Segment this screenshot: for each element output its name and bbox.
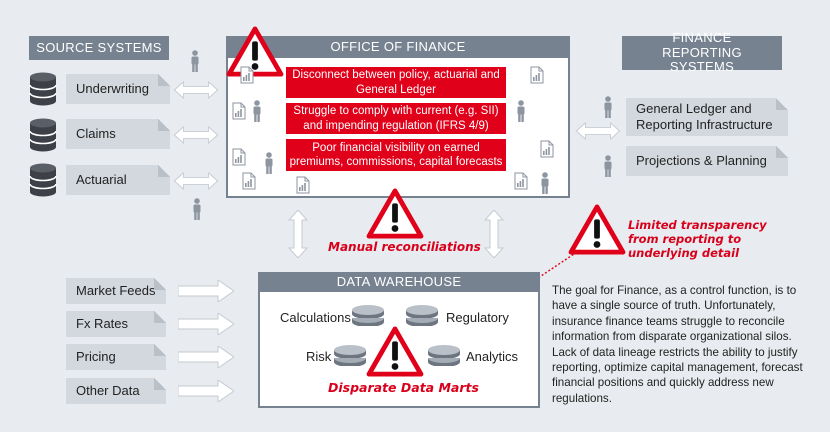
- report-document-icon: [540, 140, 554, 158]
- issue-regulation: Struggle to comply with current (e.g. SI…: [286, 103, 506, 134]
- report-document-icon: [232, 148, 246, 166]
- feed-label: Pricing: [76, 349, 116, 365]
- arrow-right-icon: [178, 346, 234, 368]
- person-icon: [540, 172, 550, 194]
- double-arrow-icon: [173, 172, 219, 190]
- feed-label: Market Feeds: [76, 283, 156, 299]
- feed-other-data: Other Data: [66, 378, 166, 404]
- source-item-label: Underwriting: [76, 81, 149, 97]
- description-paragraph: The goal for Finance, as a control funct…: [552, 284, 803, 405]
- feed-label: Fx Rates: [76, 316, 129, 332]
- disparate-data-marts-note: Disparate Data Marts: [328, 380, 479, 395]
- person-icon: [190, 50, 200, 72]
- database-icon: [27, 118, 59, 152]
- double-arrow-icon: [173, 81, 219, 99]
- data-mart-icon: [350, 304, 386, 326]
- arrow-right-icon: [178, 380, 234, 402]
- database-icon: [27, 72, 59, 106]
- report-document-icon: [514, 172, 528, 190]
- data-mart-icon: [426, 344, 462, 366]
- warning-icon: [366, 188, 424, 240]
- reporting-item-general-ledger: General Ledger and Reporting Infrastruct…: [626, 98, 788, 136]
- issue-disconnect: Disconnect between policy, actuarial and…: [286, 67, 506, 98]
- issue-visibility: Poor financial visibility on earned prem…: [286, 139, 506, 171]
- person-icon: [603, 96, 613, 118]
- source-item-label: Claims: [76, 126, 116, 142]
- person-icon: [516, 100, 526, 122]
- source-item-underwriting: Underwriting: [66, 74, 170, 104]
- person-icon: [192, 198, 202, 220]
- warning-icon: [366, 326, 424, 378]
- reporting-item-projections: Projections & Planning: [626, 146, 788, 176]
- person-icon: [264, 152, 274, 174]
- manual-reconciliations-note: Manual reconciliations: [328, 240, 481, 254]
- dw-label-analytics: Analytics: [466, 349, 519, 364]
- vertical-double-arrow-icon: [288, 210, 308, 258]
- double-arrow-icon: [575, 122, 621, 140]
- report-document-icon: [232, 102, 246, 120]
- dotted-connector: [537, 249, 581, 279]
- arrow-right-icon: [178, 313, 234, 335]
- warning-icon: [226, 26, 284, 78]
- reporting-item-label: General Ledger and Reporting Infrastruct…: [636, 101, 773, 132]
- feed-market-feeds: Market Feeds: [66, 278, 166, 304]
- vertical-double-arrow-icon: [484, 210, 504, 258]
- source-item-claims: Claims: [66, 119, 170, 149]
- dw-label-calculations: Calculations: [280, 310, 351, 325]
- report-document-icon: [242, 172, 256, 190]
- database-icon: [27, 163, 59, 197]
- reporting-item-label: Projections & Planning: [636, 153, 767, 169]
- person-icon: [603, 155, 613, 177]
- data-warehouse-header: DATA WAREHOUSE: [258, 272, 540, 292]
- source-item-label: Actuarial: [76, 172, 127, 188]
- office-of-finance-header: OFFICE OF FINANCE: [226, 36, 570, 58]
- data-mart-icon: [404, 304, 440, 326]
- person-icon: [252, 100, 262, 122]
- dw-label-regulatory: Regulatory: [446, 310, 509, 325]
- feed-pricing: Pricing: [66, 344, 166, 370]
- report-document-icon: [296, 176, 310, 194]
- feed-fx-rates: Fx Rates: [66, 311, 166, 337]
- feed-label: Other Data: [76, 383, 140, 399]
- transparency-note: Limited transparency from reporting to u…: [628, 218, 767, 260]
- double-arrow-icon: [173, 126, 219, 144]
- report-document-icon: [530, 66, 544, 84]
- source-item-actuarial: Actuarial: [66, 165, 170, 195]
- dw-label-risk: Risk: [306, 349, 332, 364]
- report-document-icon: [240, 66, 254, 84]
- source-systems-header: SOURCE SYSTEMS: [29, 36, 169, 60]
- finance-reporting-header: FINANCE REPORTING SYSTEMS: [622, 30, 782, 74]
- data-mart-icon: [332, 344, 368, 366]
- arrow-right-icon: [178, 280, 234, 302]
